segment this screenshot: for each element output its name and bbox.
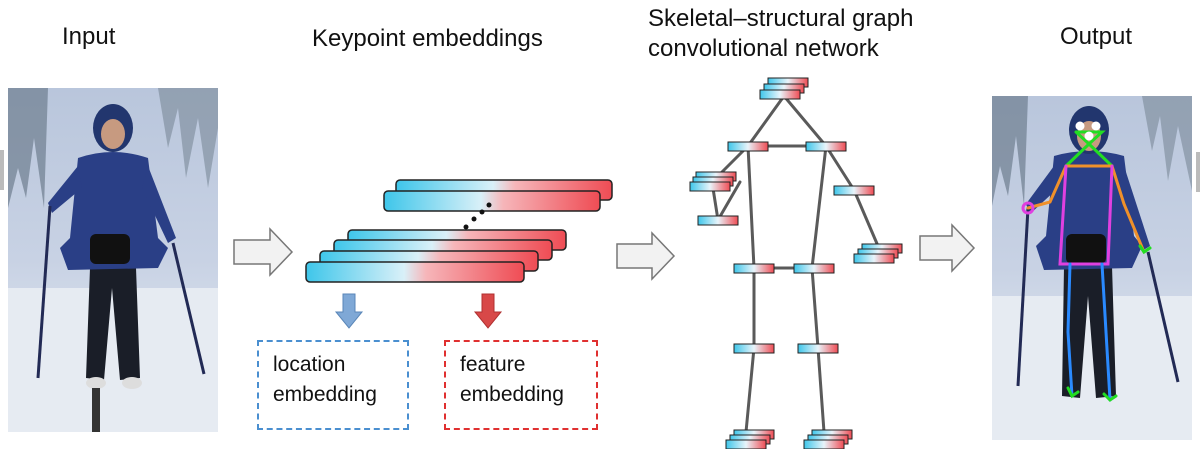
graph-node-left-wrist xyxy=(697,215,739,226)
keypoint-embedding-stack xyxy=(305,179,613,283)
down-arrow-blue-icon xyxy=(334,293,364,329)
graph-node-right-shoulder xyxy=(805,141,847,152)
skier-illustration-output xyxy=(992,96,1192,440)
graph-title-line2: convolutional network xyxy=(648,35,879,62)
graph-node-left-ankle xyxy=(725,429,775,449)
graph-node-right-hip xyxy=(793,263,835,274)
graph-node-right-elbow xyxy=(833,185,875,196)
output-title: Output xyxy=(1060,23,1133,50)
skeletal-graph-edges xyxy=(710,94,880,434)
feature-embedding-box: feature embedding xyxy=(444,340,598,430)
down-arrow-red-icon xyxy=(473,293,503,329)
block-arrow-right-icon xyxy=(233,227,294,277)
input-photo xyxy=(8,88,218,432)
edge-fragment-right xyxy=(1196,152,1200,192)
graph-network-title: Skeletal–structural graph convolutional … xyxy=(648,4,913,64)
pose-skeleton-overlay xyxy=(1021,121,1152,402)
block-arrow-right-icon xyxy=(919,223,976,273)
keypoint-embeddings-title: Keypoint embeddings xyxy=(312,25,543,52)
output-photo xyxy=(992,96,1192,440)
location-embedding-line2: embedding xyxy=(273,383,377,406)
graph-title-line1: Skeletal–structural graph xyxy=(648,5,914,32)
edge-fragment-left xyxy=(0,150,4,190)
graph-node-right-wrist xyxy=(853,243,903,264)
block-arrow-right-icon xyxy=(616,231,676,281)
graph-node-left-knee xyxy=(733,343,775,354)
graph-node-right-knee xyxy=(797,343,839,354)
graph-node-left-hip xyxy=(733,263,775,274)
graph-node-head xyxy=(759,77,809,100)
graph-node-left-shoulder xyxy=(727,141,769,152)
skier-illustration-input xyxy=(8,88,218,432)
input-title: Input xyxy=(62,23,116,50)
skeletal-graph-nodes xyxy=(689,77,903,449)
location-embedding-line1: location xyxy=(273,353,346,376)
graph-node-left-elbow xyxy=(689,171,737,192)
location-embedding-box: location embedding xyxy=(257,340,409,430)
graph-node-right-ankle xyxy=(803,429,853,449)
feature-embedding-line2: embedding xyxy=(460,383,564,406)
feature-embedding-line1: feature xyxy=(460,353,526,376)
